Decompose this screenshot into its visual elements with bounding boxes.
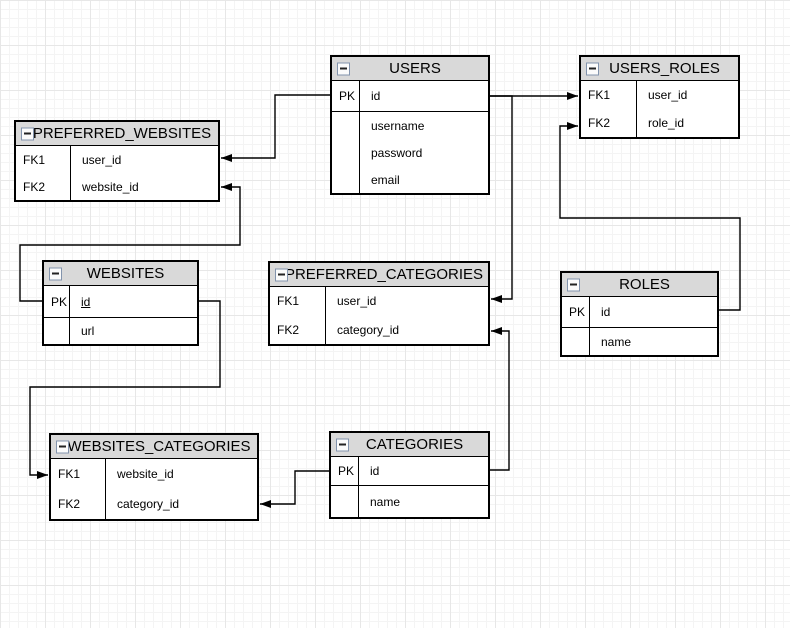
column-cell[interactable]: role_id bbox=[648, 116, 685, 130]
attr-section: name bbox=[331, 485, 488, 517]
key-cell[interactable]: FK2 bbox=[58, 497, 81, 511]
connector-USERS.id-to-PREFERRED_WEBSITES.user_id[interactable] bbox=[221, 94, 330, 162]
pk-section: PK id bbox=[331, 457, 488, 485]
key-cell[interactable]: FK1 bbox=[277, 294, 300, 309]
entity-roles[interactable]: ROLES PK id name bbox=[560, 271, 719, 357]
key-cell-empty[interactable] bbox=[332, 112, 359, 193]
pk-section: PK id bbox=[332, 81, 488, 111]
entity-header[interactable]: USERS_ROLES bbox=[581, 57, 738, 81]
column-cell[interactable]: id bbox=[370, 464, 380, 478]
entity-header[interactable]: USERS bbox=[332, 57, 488, 81]
key-cell-empty[interactable] bbox=[562, 328, 589, 355]
entity-title: WEBSITES bbox=[86, 265, 165, 282]
column-cell[interactable]: user_id bbox=[648, 88, 688, 102]
column-cell[interactable]: name bbox=[601, 334, 632, 349]
key-cell[interactable]: PK bbox=[51, 294, 68, 309]
entity-title: CATEGORIES bbox=[365, 436, 464, 453]
column-cell[interactable]: id bbox=[601, 305, 611, 319]
pk-section: PK id bbox=[44, 286, 197, 317]
fk-section: FK1 FK2 user_id category_id bbox=[270, 287, 488, 344]
attr-section: url bbox=[44, 317, 197, 344]
column-cell[interactable]: id bbox=[81, 294, 91, 309]
key-cell[interactable]: PK bbox=[338, 464, 355, 478]
connector-CATEGORIES.id-to-PREFERRED_CATEGORIES.category_id[interactable] bbox=[490, 327, 510, 471]
entity-header[interactable]: WEBSITES_CATEGORIES bbox=[51, 435, 257, 459]
key-cell[interactable]: FK2 bbox=[23, 179, 46, 194]
column-cell[interactable]: email bbox=[371, 172, 400, 187]
entity-title: USERS bbox=[389, 60, 441, 77]
key-cell[interactable]: FK2 bbox=[277, 322, 300, 337]
collapse-minus-icon[interactable] bbox=[275, 268, 288, 281]
entity-title: WEBSITES_CATEGORIES bbox=[67, 438, 251, 455]
column-cell[interactable]: category_id bbox=[117, 497, 180, 511]
entity-title: PREFERRED_WEBSITES bbox=[32, 125, 212, 142]
entity-header[interactable]: WEBSITES bbox=[44, 262, 197, 286]
collapse-minus-icon[interactable] bbox=[336, 438, 349, 451]
column-cell[interactable]: website_id bbox=[117, 467, 174, 481]
entity-header[interactable]: PREFERRED_CATEGORIES bbox=[270, 263, 488, 287]
key-cell[interactable]: PK bbox=[339, 89, 356, 103]
entity-preferred-categories[interactable]: PREFERRED_CATEGORIES FK1 FK2 user_id cat… bbox=[268, 261, 490, 346]
key-cell[interactable]: FK1 bbox=[58, 467, 81, 481]
collapse-minus-icon[interactable] bbox=[56, 440, 69, 453]
connector-CATEGORIES.id-to-WEBSITES_CATEGORIES.category_id[interactable] bbox=[260, 470, 329, 508]
collapse-minus-icon[interactable] bbox=[567, 278, 580, 291]
entity-title: ROLES bbox=[619, 276, 670, 293]
entity-users-roles[interactable]: USERS_ROLES FK1 FK2 user_id role_id bbox=[579, 55, 740, 139]
collapse-minus-icon[interactable] bbox=[21, 127, 34, 140]
entity-categories[interactable]: CATEGORIES PK id name bbox=[329, 431, 490, 519]
attr-section: name bbox=[562, 327, 717, 355]
entity-users[interactable]: USERS PK id username password email bbox=[330, 55, 490, 195]
entity-header[interactable]: PREFERRED_WEBSITES bbox=[16, 122, 218, 146]
entity-header[interactable]: CATEGORIES bbox=[331, 433, 488, 457]
key-cell[interactable]: FK2 bbox=[588, 116, 611, 130]
column-cell[interactable]: user_id bbox=[337, 294, 377, 309]
column-cell[interactable]: password bbox=[371, 145, 423, 160]
fk-section: FK1 FK2 website_id category_id bbox=[51, 459, 257, 519]
entity-preferred-websites[interactable]: PREFERRED_WEBSITES FK1 FK2 user_id websi… bbox=[14, 120, 220, 202]
column-cell[interactable]: id bbox=[371, 89, 381, 103]
collapse-minus-icon[interactable] bbox=[586, 62, 599, 75]
key-cell[interactable]: FK1 bbox=[23, 152, 46, 167]
pk-section: PK id bbox=[562, 297, 717, 327]
column-cell[interactable]: website_id bbox=[82, 179, 139, 194]
fk-section: FK1 FK2 user_id role_id bbox=[581, 81, 738, 137]
collapse-minus-icon[interactable] bbox=[49, 267, 62, 280]
column-cell[interactable]: url bbox=[81, 324, 95, 338]
key-cell-empty[interactable] bbox=[331, 486, 358, 517]
entity-title: PREFERRED_CATEGORIES bbox=[284, 266, 484, 283]
attr-section: username password email bbox=[332, 111, 488, 193]
connector-USERS.id-to-PREFERRED_CATEGORIES.user_id[interactable] bbox=[490, 95, 513, 303]
column-cell[interactable]: username bbox=[371, 118, 425, 133]
entity-websites-categories[interactable]: WEBSITES_CATEGORIES FK1 FK2 website_id c… bbox=[49, 433, 259, 521]
fk-section: FK1 FK2 user_id website_id bbox=[16, 146, 218, 200]
collapse-minus-icon[interactable] bbox=[337, 62, 350, 75]
entity-title: USERS_ROLES bbox=[609, 60, 720, 77]
column-cell[interactable]: user_id bbox=[82, 152, 122, 167]
entity-header[interactable]: ROLES bbox=[562, 273, 717, 297]
column-cell[interactable]: category_id bbox=[337, 322, 400, 337]
column-cell[interactable]: name bbox=[370, 494, 401, 509]
key-cell[interactable]: PK bbox=[569, 305, 586, 319]
entity-websites[interactable]: WEBSITES PK id url bbox=[42, 260, 199, 346]
key-cell-empty[interactable] bbox=[44, 318, 69, 344]
key-cell[interactable]: FK1 bbox=[588, 88, 611, 102]
